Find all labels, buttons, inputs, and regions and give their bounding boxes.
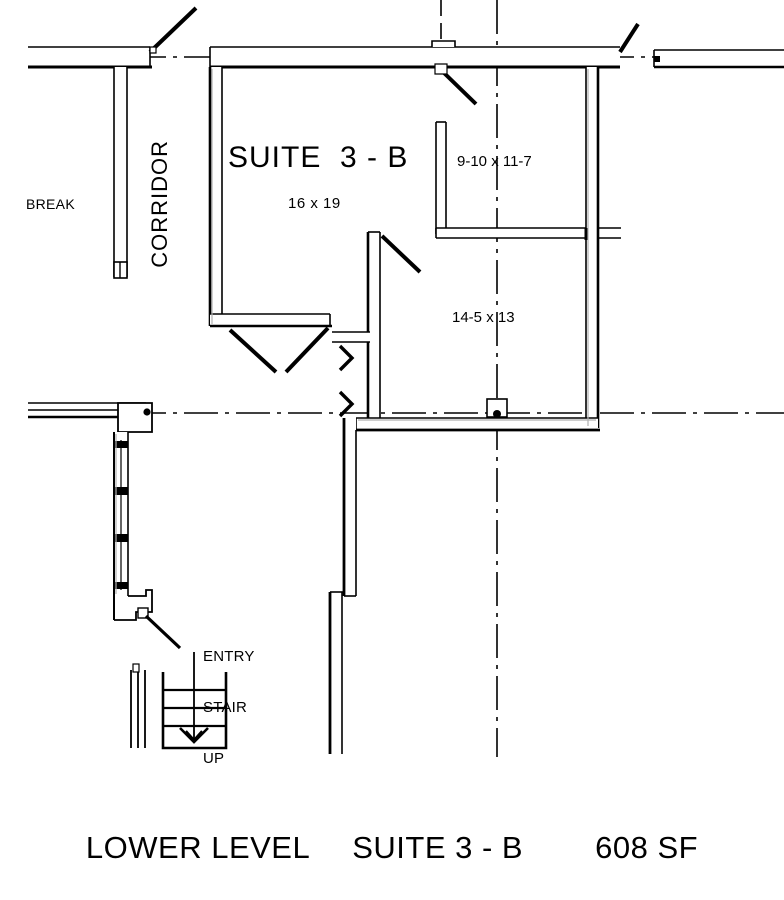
door-swing-suite-top-interior xyxy=(434,63,478,106)
wall-lower-left-horizontal xyxy=(28,402,146,419)
wall-stair-left-jamb xyxy=(130,663,146,748)
column-marker-left xyxy=(117,402,153,433)
footer-suite-label: SUITE 3 - B xyxy=(352,830,524,865)
wall-lower-left-vertical xyxy=(113,432,129,596)
wall-suite-bottom xyxy=(354,417,600,432)
door-swing-corridor-top-left xyxy=(148,6,198,54)
bifold-door-symbols xyxy=(338,344,355,418)
entry-stair-label: ENTRY STAIR UP xyxy=(203,614,255,801)
room-b-dimensions-label: 14-5 x 13 xyxy=(452,309,515,326)
door-swing-entry-lower-left xyxy=(144,614,182,650)
wall-corridor-vertical xyxy=(113,67,128,279)
suite-title-label: SUITE 3 - B xyxy=(228,141,409,174)
break-room-label: BREAK xyxy=(26,196,75,212)
corridor-label: CORRIDOR xyxy=(147,140,172,268)
wall-suite-bottom-left xyxy=(210,313,332,328)
wall-top-suite xyxy=(209,40,620,69)
entry-stair-line-1: ENTRY xyxy=(203,648,255,665)
wall-partition-stub xyxy=(330,331,370,343)
wall-top-left xyxy=(28,46,152,69)
wall-top-right xyxy=(653,49,784,69)
entry-stair-line-3: UP xyxy=(203,750,225,767)
exterior-walls xyxy=(28,6,784,106)
wall-shadow-lines xyxy=(115,69,596,594)
wall-suite-right xyxy=(584,67,600,428)
wall-lower-vertical-right xyxy=(342,418,357,596)
suite-dimensions-label: 16 x 19 xyxy=(288,195,341,212)
entry-stair-line-2: STAIR xyxy=(203,699,248,716)
column-marker-bottom xyxy=(486,398,508,418)
room-a-dimensions-label: 9-10 x 11-7 xyxy=(457,153,532,170)
wall-lower-left-jog xyxy=(113,589,153,621)
wall-lower-vertical-right-b xyxy=(328,591,356,754)
footer-area-label: 608 SF xyxy=(595,830,699,865)
stair-run xyxy=(161,652,228,750)
wall-suite-left xyxy=(208,67,223,326)
footer-level-label: LOWER LEVEL xyxy=(85,830,311,865)
wall-partition-room-b-left xyxy=(366,231,381,428)
centerline-group xyxy=(28,0,784,757)
door-swing-suite-top-right xyxy=(618,22,640,54)
door-swing-room-b xyxy=(380,234,422,274)
drawing-title-block: LOWER LEVEL SUITE 3 - B 608 SF xyxy=(0,830,784,866)
door-swings-suite-bottom xyxy=(228,326,330,374)
